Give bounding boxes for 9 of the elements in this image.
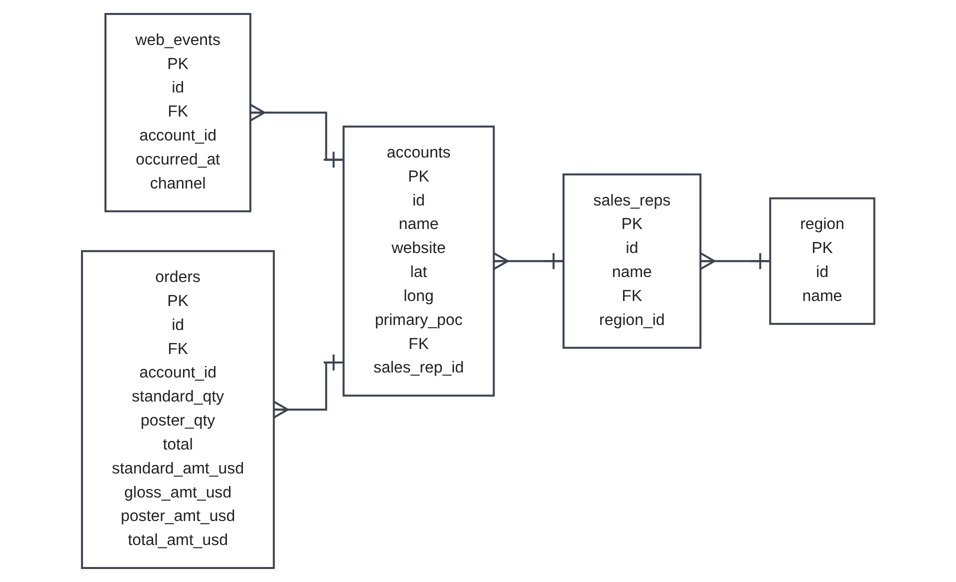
node-box: accounts PK id name website lat long primary_poc FK sales_rep_id (342, 126, 495, 397)
connector (699, 252, 772, 270)
node-box: web_events PK id FK account_id occurred_at channel (104, 12, 252, 212)
connector (249, 104, 344, 169)
connector (492, 252, 564, 270)
node-box: region PK id name (769, 197, 876, 325)
node-box: sales_reps PK id name FK region_id (562, 173, 702, 349)
connector (272, 354, 344, 419)
node-box: orders PK id FK account_id standard_qty poster_qty total standard_amt_usd gloss_amt_usd poster_amt_usd total_amt_usd (80, 250, 275, 570)
